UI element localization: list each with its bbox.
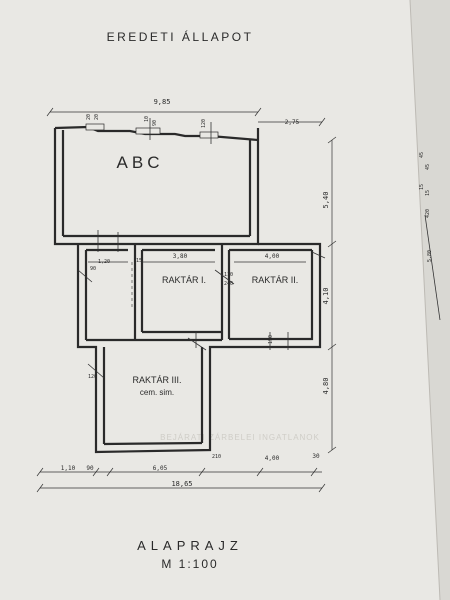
svg-text:120: 120 bbox=[88, 374, 97, 380]
room-label-raktar-1: RAKTÁR I. bbox=[162, 275, 206, 285]
svg-text:90: 90 bbox=[90, 266, 96, 272]
dim-bottom-a: 1,10 bbox=[61, 465, 76, 472]
second-page-marks: 45 45 15 15 420 5,80 bbox=[419, 152, 441, 321]
scale-label: M 1:100 bbox=[161, 557, 218, 571]
room-label-raktar-2: RAKTÁR II. bbox=[252, 275, 299, 285]
svg-text:45: 45 bbox=[419, 152, 425, 158]
room-label-abc: ABC bbox=[117, 153, 164, 172]
svg-text:90: 90 bbox=[152, 120, 158, 126]
dim-raktar1-width: 3,80 bbox=[173, 253, 188, 260]
second-page-edge bbox=[410, 0, 450, 600]
drawing-title: EREDETI ÁLLAPOT bbox=[107, 29, 254, 44]
svg-text:120: 120 bbox=[201, 119, 207, 128]
dimension-lines bbox=[36, 107, 337, 493]
room-label-raktar-3-floor: cem. sim. bbox=[140, 388, 174, 397]
dim-bottom-total: 18,65 bbox=[171, 480, 192, 488]
svg-text:15: 15 bbox=[419, 184, 425, 190]
svg-text:420: 420 bbox=[425, 209, 431, 218]
room-label-raktar-3: RAKTÁR III. bbox=[132, 375, 181, 385]
svg-text:20: 20 bbox=[94, 114, 100, 120]
svg-text:20: 20 bbox=[86, 114, 92, 120]
svg-text:210: 210 bbox=[212, 454, 221, 460]
dim-bottom-e: 30 bbox=[312, 453, 320, 460]
svg-text:5,80: 5,80 bbox=[427, 250, 433, 262]
svg-text:15: 15 bbox=[136, 258, 142, 264]
dim-bottom-c: 6,05 bbox=[153, 465, 168, 472]
svg-text:15: 15 bbox=[425, 190, 431, 196]
dim-raktar2-width: 4,00 bbox=[265, 253, 280, 260]
svg-text:150: 150 bbox=[268, 335, 274, 344]
openings bbox=[77, 118, 326, 379]
svg-text:110: 110 bbox=[224, 272, 233, 278]
svg-text:1,20: 1,20 bbox=[98, 259, 110, 265]
dim-right-upper: 5,40 bbox=[322, 192, 330, 209]
dim-top-right: 2,75 bbox=[285, 119, 300, 126]
svg-text:45: 45 bbox=[425, 164, 431, 170]
svg-text:240: 240 bbox=[224, 281, 233, 287]
dim-bottom-d: 4,00 bbox=[265, 455, 280, 462]
dim-right-mid: 4,10 bbox=[322, 288, 330, 305]
dim-right-lower: 4,80 bbox=[322, 378, 330, 395]
paper-sheet bbox=[0, 0, 440, 600]
svg-text:10: 10 bbox=[144, 116, 150, 122]
watermark-text: BEJÁRATI ZÁRBELEI INGATLANOK bbox=[160, 433, 320, 442]
dimension-labels: 9,85 2,75 5,40 4,10 4,80 3,80 4,00 1,10 … bbox=[61, 98, 330, 488]
dim-bottom-b: 90 bbox=[86, 465, 94, 472]
plan-title: ALAPRAJZ bbox=[137, 538, 243, 553]
dim-top-main: 9,85 bbox=[154, 98, 171, 106]
